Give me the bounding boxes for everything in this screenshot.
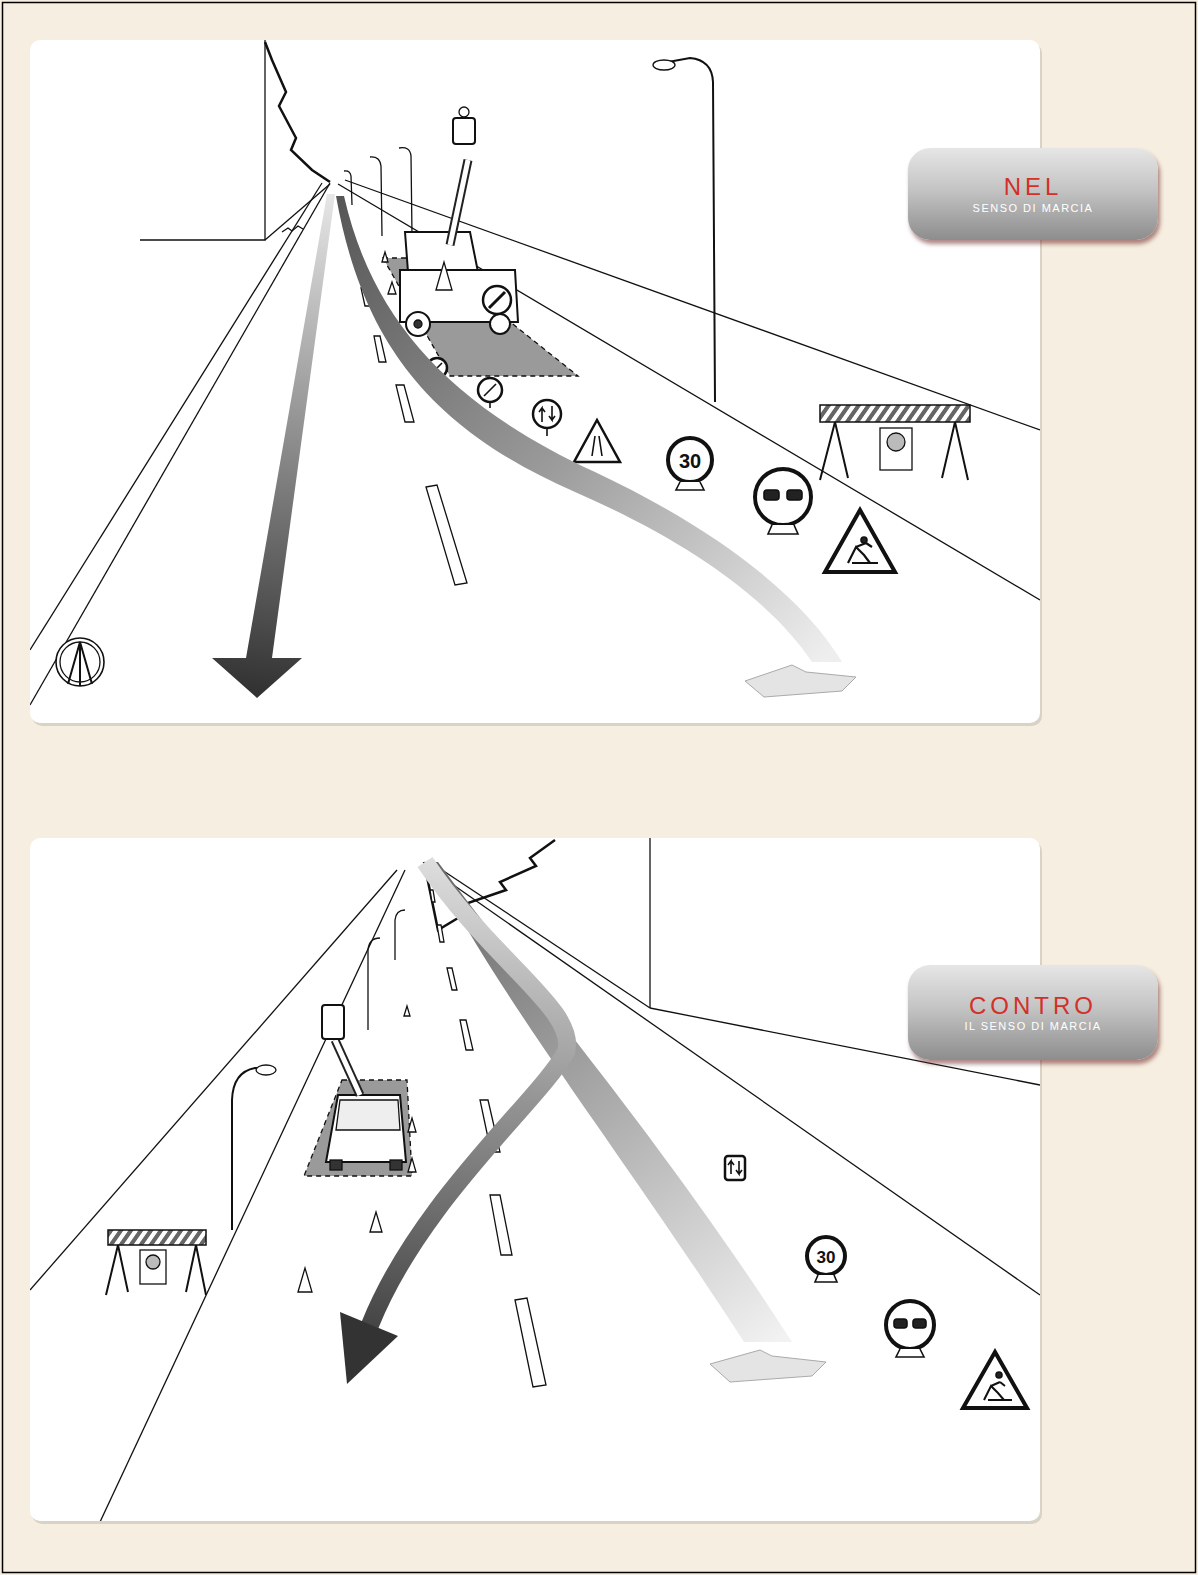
- barrier: [106, 1230, 206, 1295]
- traffic-flow-arrow: [336, 196, 842, 662]
- street-lamp: [344, 171, 352, 205]
- street-lamp: [368, 938, 380, 1030]
- aerial-platform-vehicle: [400, 107, 518, 336]
- street-lamp: [399, 148, 412, 235]
- lamp-head: [653, 60, 675, 70]
- direction-badge: NELSENSO DI MARCIA: [908, 148, 1158, 240]
- traffic-flow-arrow: [370, 862, 567, 1325]
- cones: [298, 1006, 416, 1292]
- curb-line: [432, 870, 1040, 1295]
- direction-badge: CONTROIL SENSO DI MARCIA: [908, 965, 1158, 1060]
- street-lamp: [370, 157, 382, 236]
- speed-limit-number: 30: [817, 1249, 836, 1266]
- street-scene-bottom: [30, 838, 1040, 1521]
- building-edge: [140, 40, 265, 240]
- street-lamp: [395, 910, 405, 960]
- building-edge: [649, 838, 650, 1008]
- page-frame: [3, 3, 1196, 1573]
- traffic-flow-arrow: [212, 194, 335, 698]
- building-base: [265, 184, 330, 240]
- road-edge: [100, 870, 405, 1521]
- arrow-head-dark: [340, 1312, 398, 1384]
- cones: [382, 252, 396, 294]
- badge-title: CONTRO: [969, 992, 1097, 1020]
- street-lamp: [232, 1068, 262, 1230]
- arrow-head-light: [710, 1350, 826, 1382]
- street-scene-top: [30, 40, 1040, 705]
- barrier: [820, 405, 970, 480]
- lamp-head: [256, 1065, 276, 1075]
- tripod-sign: [56, 638, 104, 686]
- badge-title: NEL: [1004, 173, 1063, 201]
- speed-limit-number: 30: [679, 451, 701, 471]
- aerial-platform-vehicle: [322, 1005, 406, 1170]
- arrow-head-light: [745, 665, 856, 697]
- panel: [30, 838, 1040, 1521]
- street-lamp: [668, 58, 715, 402]
- panel: [30, 40, 1040, 723]
- badge-subtitle: SENSO DI MARCIA: [973, 201, 1094, 215]
- badge-subtitle: IL SENSO DI MARCIA: [964, 1019, 1101, 1033]
- building-outline: [265, 42, 330, 182]
